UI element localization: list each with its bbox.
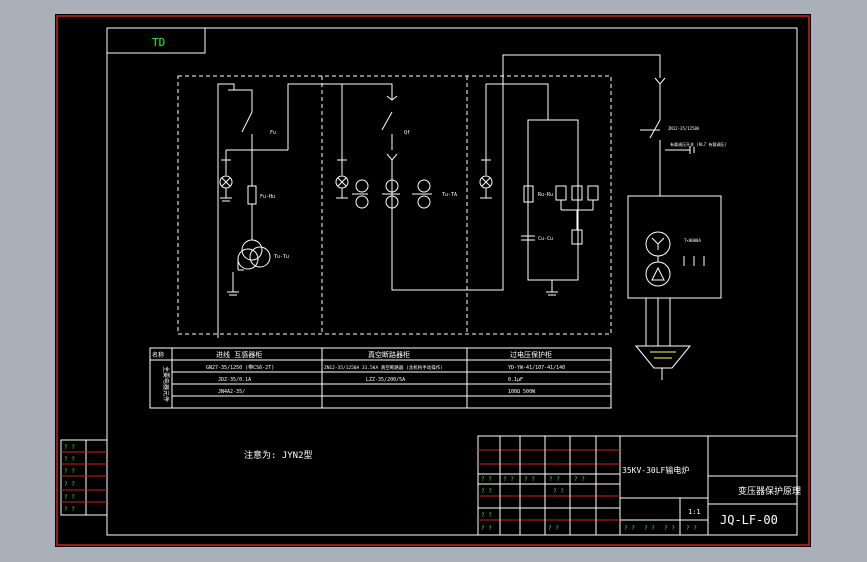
label-qs: Fu bbox=[270, 130, 276, 136]
table-left-header: 名称 bbox=[152, 351, 164, 359]
cabinet-1-title: 进线 互感器柜 bbox=[216, 350, 262, 359]
label-qf: Qf bbox=[404, 130, 410, 136]
title-filler: ? ? bbox=[481, 476, 492, 483]
header-code-box: TD bbox=[106, 27, 206, 54]
label-transformer: T×0000A bbox=[684, 238, 701, 243]
cabinet-2-title: 真空断路器柜 bbox=[368, 350, 410, 359]
title-filler: ? ? bbox=[686, 525, 697, 532]
cabinet-1-row-2: JDZ-35/0.1A bbox=[218, 377, 251, 383]
title-filler: ? ? bbox=[481, 488, 492, 495]
left-table-cell: ? ? bbox=[64, 468, 75, 475]
outer-border bbox=[56, 15, 810, 546]
label-tv-fuse: Fu-Hu bbox=[260, 194, 275, 200]
title-filler: ? ? bbox=[644, 525, 655, 532]
drawing-scale: 1:1 bbox=[688, 508, 701, 516]
label-rc-c: Cu-Cu bbox=[538, 236, 553, 242]
cabinet-3-title: 过电压保护柜 bbox=[510, 350, 552, 359]
cabinet-1-row-3: JN4A2-35/ bbox=[218, 389, 245, 395]
left-revision-table bbox=[60, 439, 108, 516]
title-filler: ? ? bbox=[574, 476, 585, 483]
left-table-cell: ? ? bbox=[64, 456, 75, 463]
label-right-switch-1: ZN12-35/1250A bbox=[668, 126, 700, 131]
title-filler: ? ? bbox=[549, 476, 560, 483]
title-filler: ? ? bbox=[624, 525, 635, 532]
cabinet-1-components bbox=[219, 111, 288, 296]
cabinet-2-row-2: LZZ-35/200/5A bbox=[366, 377, 405, 383]
header-code: TD bbox=[152, 36, 165, 49]
title-filler: ? ? bbox=[664, 525, 675, 532]
cabinet-1-row-1: GN27-35/1250 (带CS6-2T) bbox=[206, 365, 274, 371]
label-tv: Tu-Tu bbox=[274, 254, 289, 260]
project-name: 35KV-30LF输电炉 bbox=[622, 465, 689, 475]
cabinet-note: 注意为: JYN2型 bbox=[244, 449, 313, 461]
title-filler: ? ? bbox=[548, 525, 559, 532]
title-filler: ? ? bbox=[481, 525, 492, 532]
drawing-number: JQ-LF-00 bbox=[720, 513, 778, 527]
component-table bbox=[149, 347, 612, 409]
cabinet-2-row-1: ZN12-35/1250A 31.5KA 真空断路器 (含机构手动操作) bbox=[324, 364, 443, 371]
left-table-cell: ? ? bbox=[64, 506, 75, 513]
label-ta: Tu-TA bbox=[442, 192, 457, 198]
title-filler: ? ? bbox=[503, 476, 514, 483]
title-block bbox=[477, 435, 798, 536]
cabinet-3-row-2: 0.1μF bbox=[508, 377, 523, 383]
cabinet-3-components bbox=[479, 119, 599, 296]
cabinet-outline bbox=[177, 75, 612, 335]
cabinet-2-components bbox=[335, 95, 432, 209]
inner-border bbox=[106, 27, 798, 536]
main-bus bbox=[217, 54, 661, 338]
label-rc-r: Ru-Ru bbox=[538, 192, 553, 198]
title-filler: ? ? bbox=[481, 512, 492, 519]
left-table-cell: ? ? bbox=[64, 444, 75, 451]
table-left-vertical: 主要电器元件 bbox=[162, 366, 170, 402]
furnace-symbol bbox=[650, 351, 676, 359]
title-filler: ? ? bbox=[524, 476, 535, 483]
cabinet-3-row-1: YD-YW-41/107-41/140 bbox=[508, 365, 565, 371]
left-table-cell: ? ? bbox=[64, 481, 75, 488]
drawing-paper bbox=[55, 14, 811, 547]
cabinet-3-row-3: 100Ω 500W bbox=[508, 389, 536, 395]
left-table-cell: ? ? bbox=[64, 494, 75, 501]
transformer-section bbox=[627, 77, 722, 380]
drawing-name: 变压器保护原理 bbox=[738, 485, 801, 497]
title-filler: ? ? bbox=[553, 488, 564, 495]
label-right-switch-2: 有载调压开关 (RL7 有载调压) bbox=[670, 141, 727, 147]
